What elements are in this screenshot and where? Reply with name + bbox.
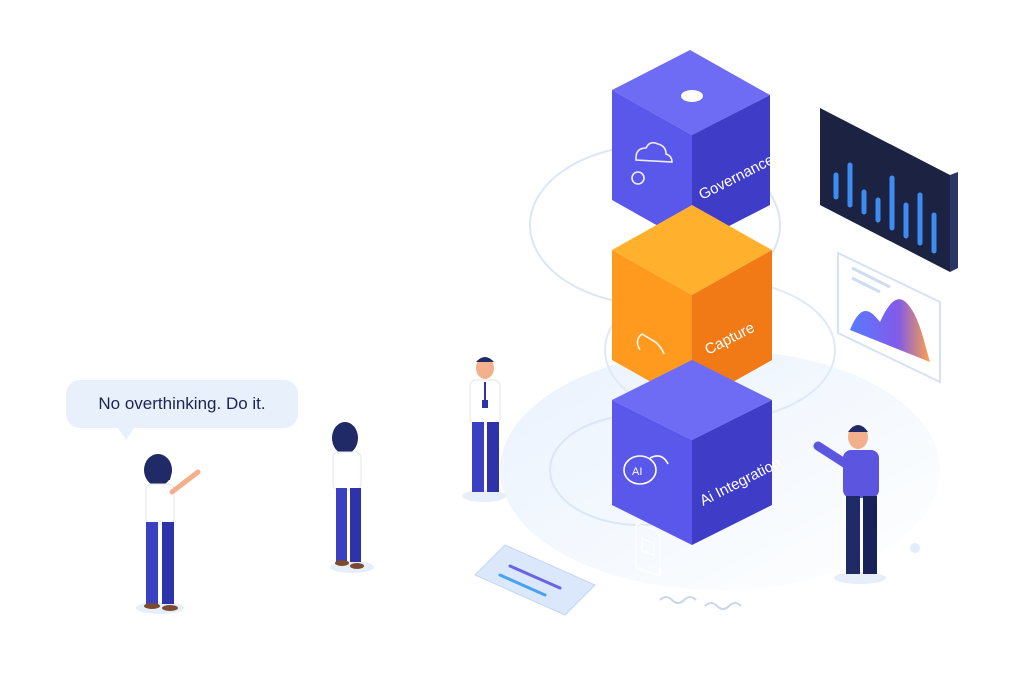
person-man-pointing: [813, 425, 886, 584]
ai-icon-text: AI: [632, 466, 642, 478]
squiggle-decoration-2: [704, 602, 742, 610]
floor-card: [474, 544, 596, 616]
person-woman-standing: [330, 422, 374, 573]
person-woman-pointing: [136, 454, 201, 614]
squiggle-decoration: [659, 596, 697, 604]
capture-block: Capture: [612, 205, 772, 577]
floor-dot: [910, 543, 920, 553]
area-chart-card: [837, 251, 941, 384]
governance-block: Governance: [612, 50, 777, 447]
speech-bubble: No overthinking. Do it.: [66, 380, 298, 440]
hand-phone-scan-icon: [635, 333, 665, 577]
person-man-lanyard: [462, 357, 506, 502]
ai-chat-icon: AI: [623, 455, 669, 485]
bar-chart-panel: [820, 108, 958, 272]
speech-bubble-text: No overthinking. Do it.: [98, 394, 266, 413]
ai-integration-block: AI Ai Integration: [612, 360, 784, 545]
